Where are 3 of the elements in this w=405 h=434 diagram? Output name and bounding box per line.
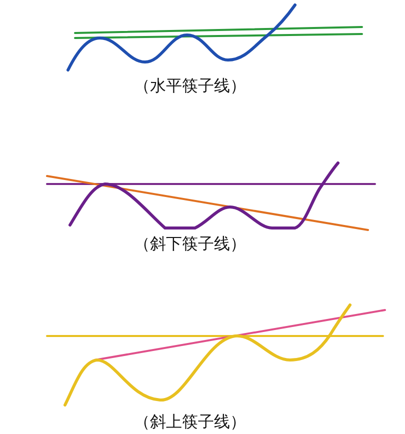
caption: （斜下筷子线） — [134, 234, 246, 255]
caption: （水平筷子线） — [134, 76, 246, 97]
caption: （斜上筷子线） — [134, 412, 246, 433]
